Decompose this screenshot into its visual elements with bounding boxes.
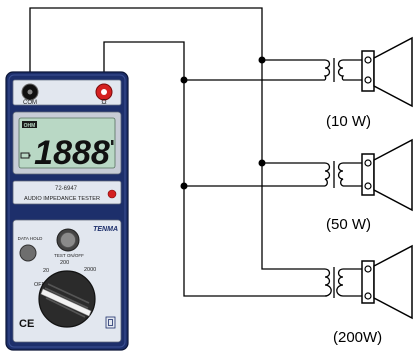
- ohm-symbol-label: Ω: [101, 99, 106, 106]
- junction-dot: [258, 56, 266, 64]
- speaker-cone-icon: [373, 36, 413, 108]
- speaker-rating-label: (50 W): [326, 216, 371, 233]
- dial-label-200: 200: [60, 260, 69, 266]
- lcd-mode-indicator: [22, 121, 37, 128]
- ce-mark: CE: [19, 318, 34, 330]
- speaker-50w: (50 W): [324, 138, 413, 233]
- speaker-terminal-icon: [364, 265, 372, 273]
- model-label-plate: [12, 180, 122, 205]
- transformer-coil-icon: [337, 59, 345, 81]
- terminal-panel: [12, 79, 122, 106]
- ohm-wire: [103, 41, 327, 297]
- speaker-rating-label: (200W): [333, 329, 382, 346]
- com-wire: [29, 7, 325, 270]
- speaker-terminal-icon: [364, 76, 372, 84]
- speaker-rating-label: (10 W): [326, 113, 371, 130]
- speaker-cone-icon: [373, 244, 413, 320]
- device-name: AUDIO IMPEDANCE TESTER: [24, 196, 100, 202]
- transformer-coil-icon: [336, 268, 344, 297]
- speaker-terminal-icon: [364, 182, 372, 190]
- speaker-cone-icon: [373, 138, 413, 212]
- ohm-terminal-socket-icon: [101, 89, 107, 95]
- dial-label-2000: 2000: [84, 267, 96, 273]
- test-button-cap: [60, 232, 76, 248]
- test-button-label: TEST ON/OFF: [54, 253, 84, 258]
- transformer-coil-icon: [324, 268, 332, 297]
- transformer-coil-icon: [324, 162, 331, 187]
- speaker-200w: (200W): [324, 244, 413, 346]
- model-number: 72-6947: [55, 186, 78, 192]
- transformer-coil-icon: [337, 162, 344, 187]
- double-insulation-icon-inner: [108, 319, 113, 326]
- impedance-meter: COM Ω OHM 1888 72-6947 AUDIO IMPEDANCE T…: [5, 71, 129, 351]
- transformer-coil-icon: [323, 59, 331, 81]
- speaker-10w: (10 W): [323, 36, 413, 130]
- junction-dot: [180, 76, 188, 84]
- lcd-mode-text: OHM: [24, 123, 36, 129]
- com-label: COM: [23, 100, 37, 106]
- data-hold-button[interactable]: [19, 244, 37, 262]
- junction-dot: [180, 182, 188, 190]
- meter-case-edge: [8, 74, 126, 348]
- lcd-reading: 1888: [34, 134, 110, 172]
- data-hold-label: DATA HOLD: [18, 236, 44, 241]
- speaker-terminal-icon: [364, 56, 372, 64]
- junction-dot: [258, 159, 266, 167]
- wiring: [29, 7, 327, 297]
- speaker-terminal-icon: [364, 159, 372, 167]
- dial-label-off: OFF: [34, 282, 46, 288]
- battery-icon-tip: [29, 154, 31, 157]
- double-insulation-icon: [105, 316, 116, 329]
- brand-logo: TENMA: [93, 226, 118, 233]
- power-indicator-led: [107, 189, 117, 199]
- speaker-terminal-icon: [364, 292, 372, 300]
- com-terminal-socket-icon: [27, 89, 33, 95]
- dial-label-20: 20: [43, 268, 49, 274]
- dial-pointer: [40, 288, 92, 317]
- lcd-ohm-indicator-icon: [111, 140, 114, 145]
- lcd-display: [18, 117, 116, 169]
